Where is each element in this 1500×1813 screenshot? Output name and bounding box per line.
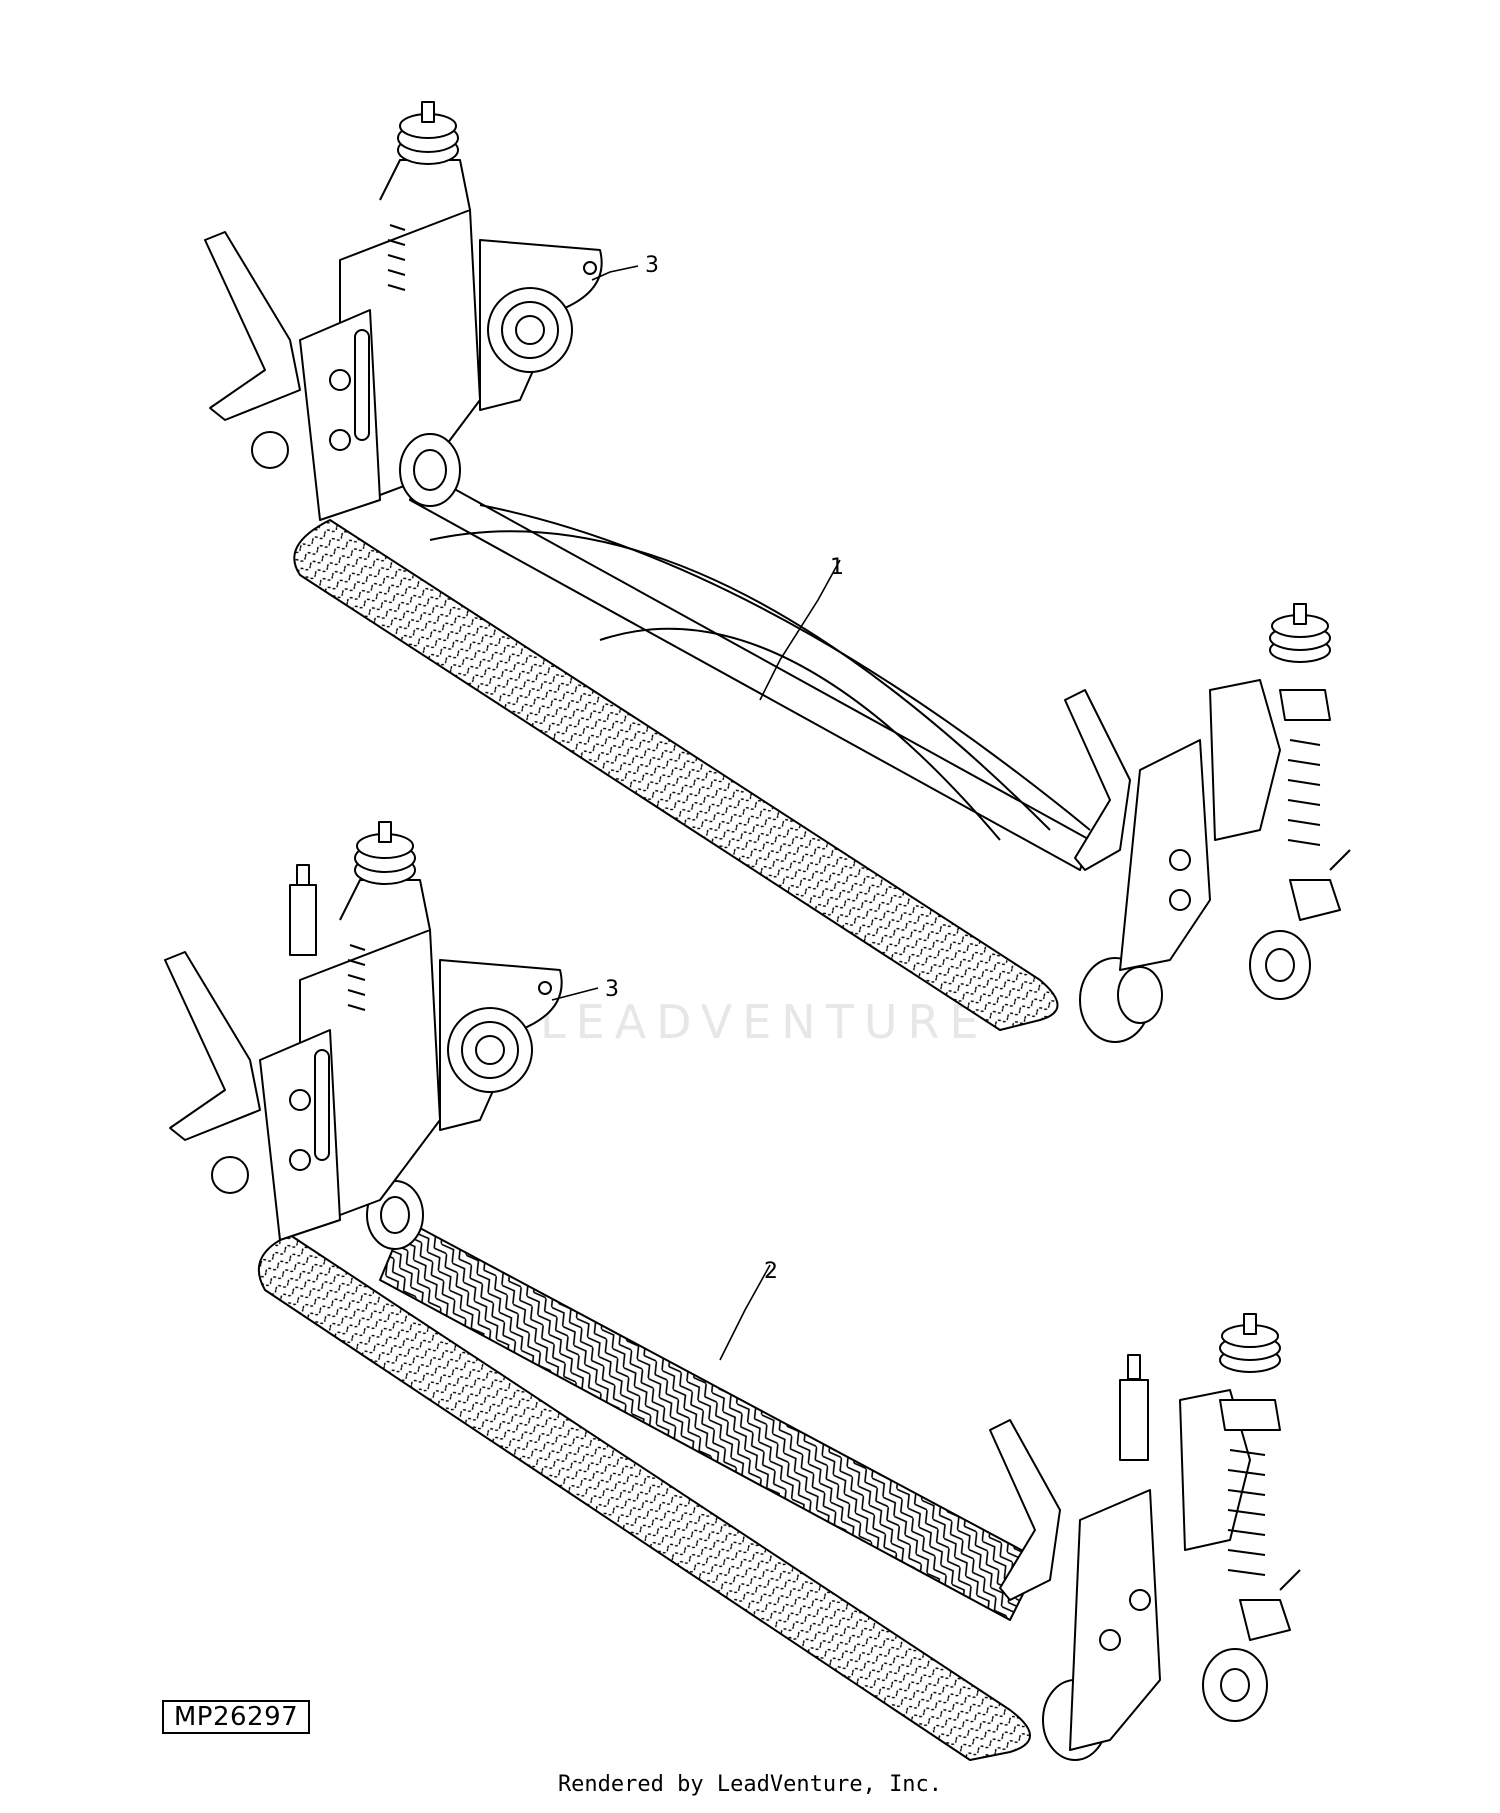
callout-leaders — [551, 265, 841, 1361]
callout-2: 2 — [764, 1259, 778, 1284]
callout-1: 1 — [830, 555, 844, 580]
lower-right-frame — [1069, 1489, 1161, 1751]
leader-3a — [591, 265, 639, 281]
figure-id-label: MP26297 — [162, 1700, 310, 1734]
callout-3b: 3 — [605, 977, 619, 1002]
leader-2 — [719, 1264, 771, 1361]
watermark: LEADVENTURE — [540, 995, 989, 1049]
leader-1 — [759, 559, 841, 701]
upper-left-lever — [204, 231, 301, 421]
upper-assembly — [204, 101, 1351, 1043]
leader-3b — [551, 987, 599, 1001]
footer-credit: Rendered by LeadVenture, Inc. — [557, 1772, 943, 1797]
lower-assembly — [164, 821, 1301, 1761]
callout-3a: 3 — [645, 253, 659, 278]
lower-right-lever — [989, 1419, 1061, 1601]
upper-right-lever — [1064, 689, 1131, 871]
lower-left-lever — [164, 951, 261, 1141]
upper-right-frame — [1119, 739, 1211, 971]
